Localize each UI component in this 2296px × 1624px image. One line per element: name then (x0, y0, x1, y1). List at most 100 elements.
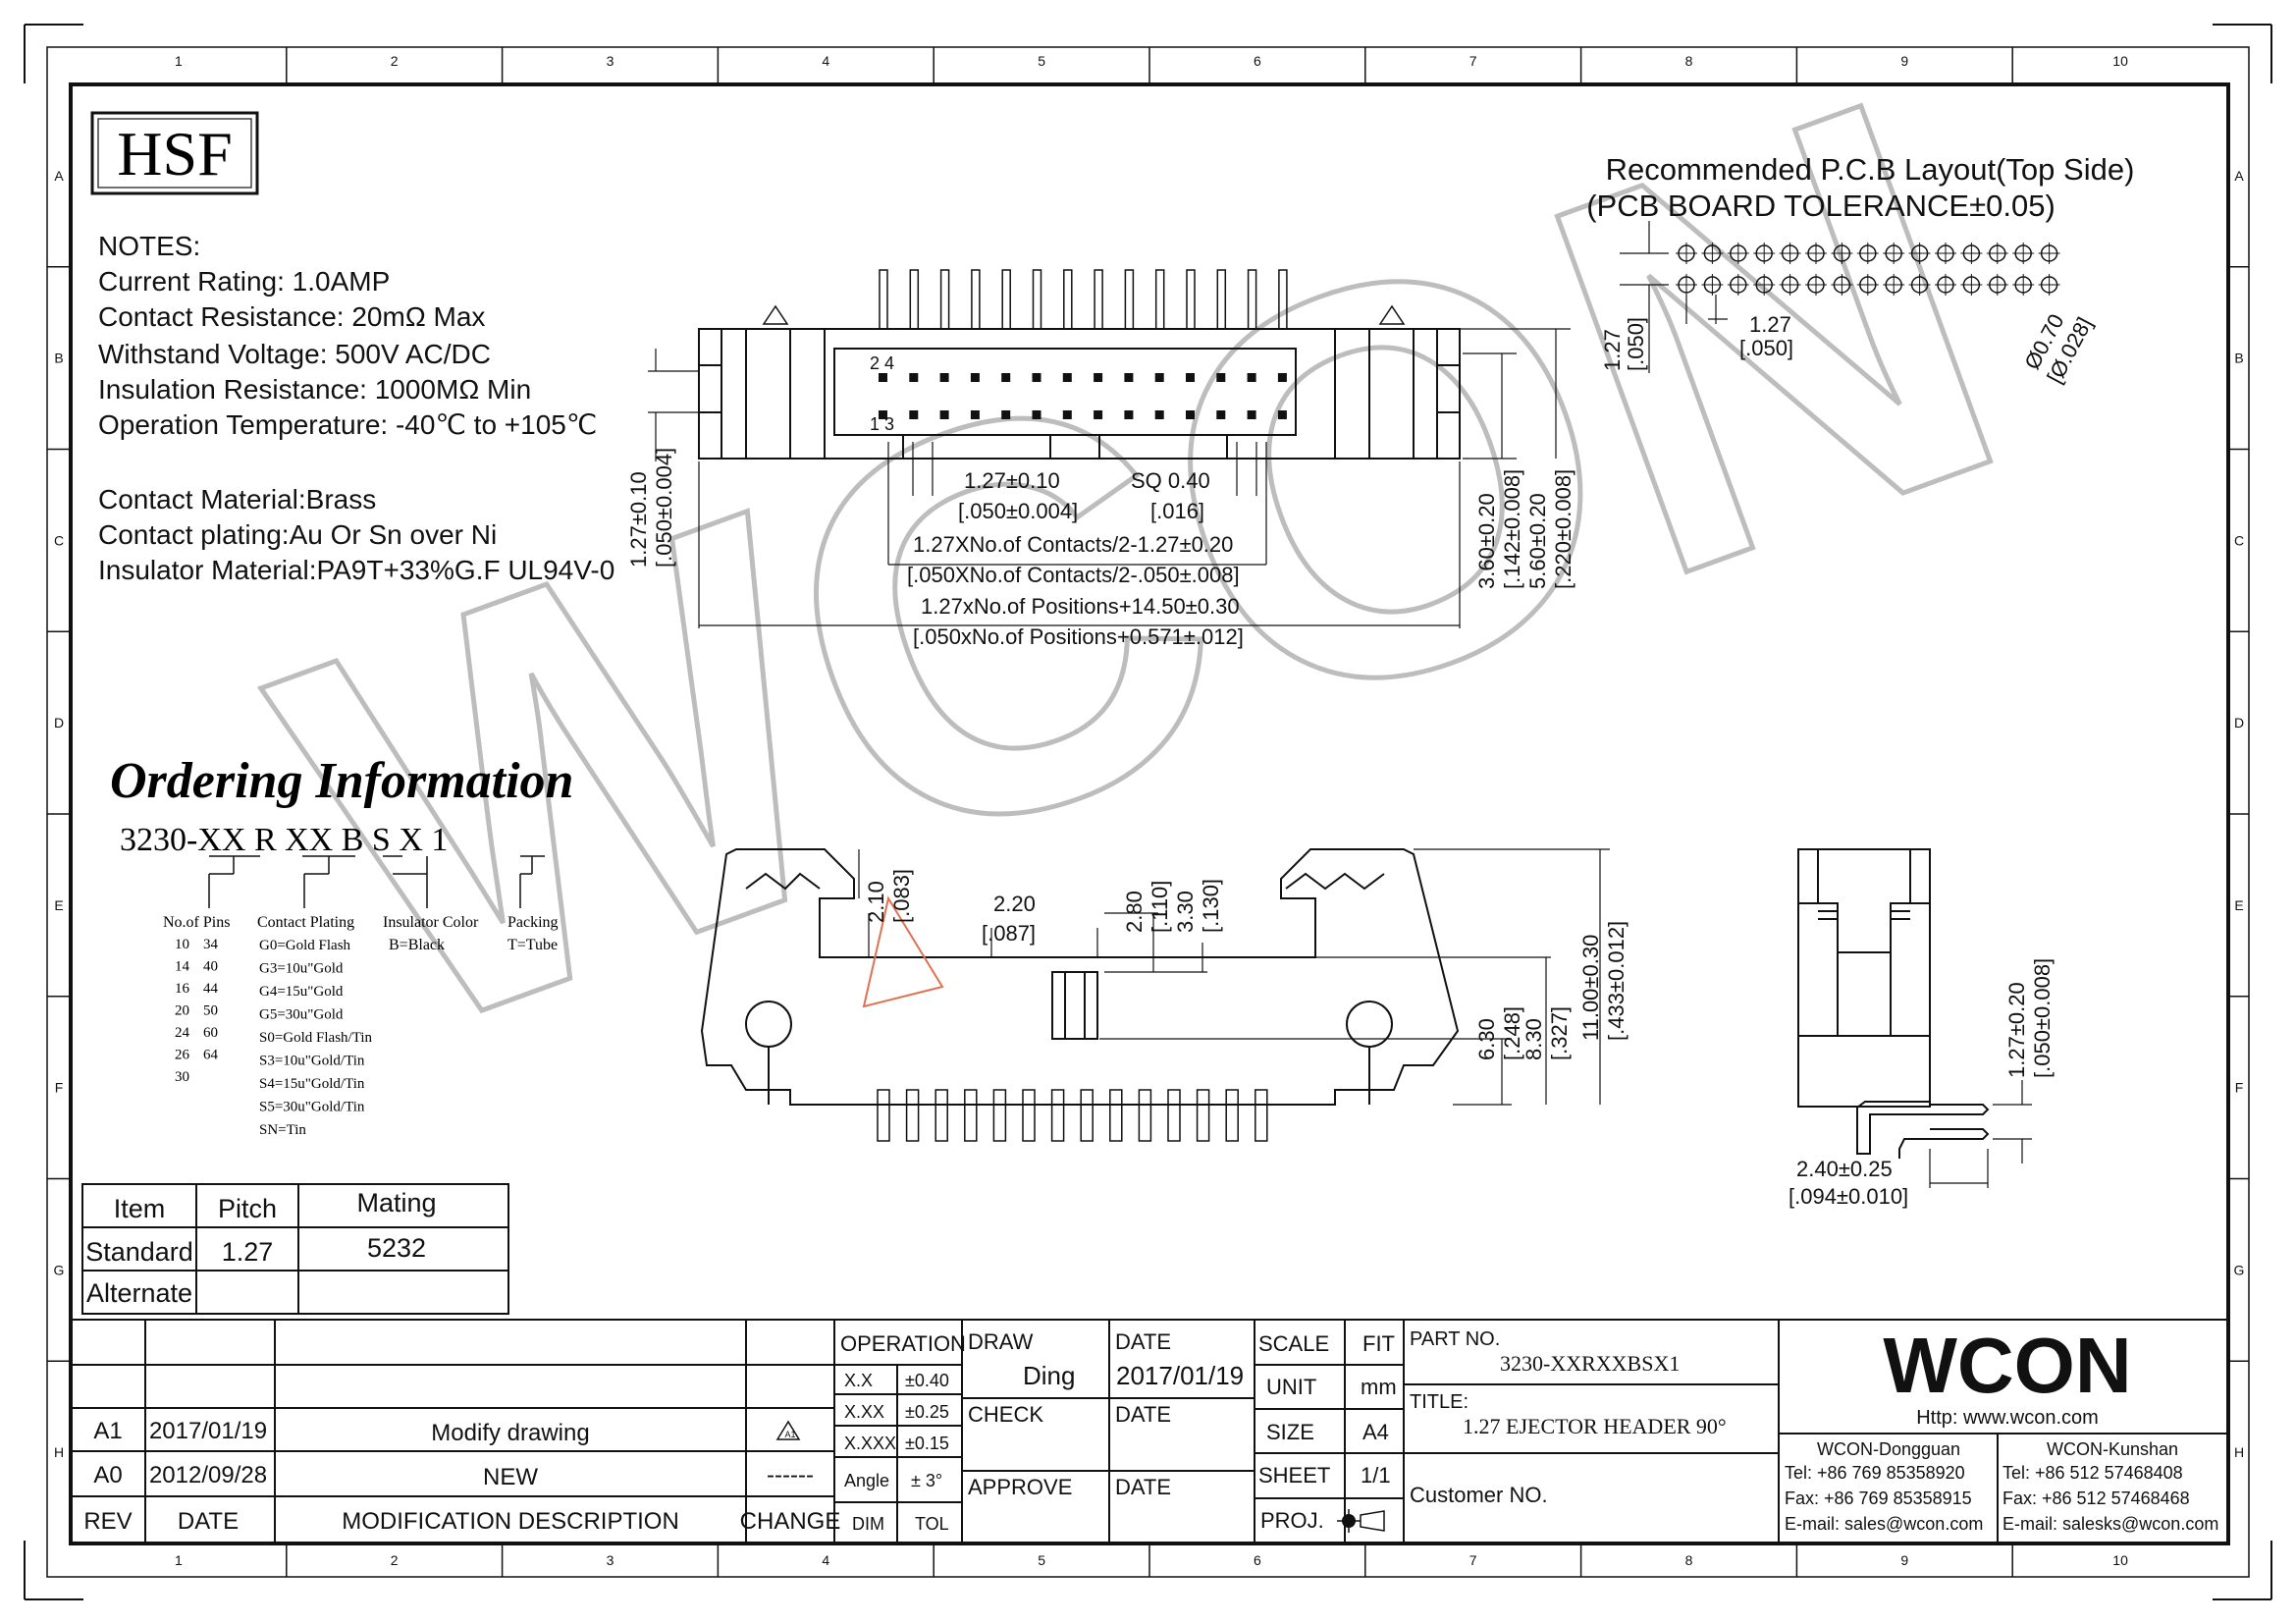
office2-tel: Tel: +86 512 57468408 (2002, 1463, 2183, 1483)
top-pin-square (1124, 373, 1134, 382)
tol-key: X.XX (844, 1402, 884, 1422)
rev-cell: 2012/09/28 (149, 1462, 267, 1489)
plating-option: S0=Gold Flash/Tin (259, 1030, 373, 1046)
dim-a: 2.10 (864, 881, 888, 923)
spec-table: Item Pitch Mating Standard 1.27 5232 Alt… (81, 1183, 509, 1315)
zone-row-label: D (54, 715, 64, 731)
zone-column-label: 7 (1469, 1552, 1477, 1568)
top-pin-array (879, 269, 1288, 419)
pcb-hole (1935, 243, 1956, 264)
pcb-hole (1883, 243, 1905, 264)
spec-cell: Alternate (86, 1278, 192, 1308)
rev-header-date: DATE (178, 1508, 239, 1535)
side-pin (1225, 1089, 1239, 1142)
scale-label: SCALE (1258, 1331, 1329, 1356)
dim-w-in: [.094±0.010] (1789, 1184, 1908, 1209)
pcb-hole (2012, 274, 2035, 296)
zone-column-label: 1 (175, 53, 183, 69)
note-line: Insulation Resistance: 1000MΩ Min (98, 374, 531, 405)
rev-change-triangle (775, 1420, 801, 1440)
top-view: 2 4 1 3 1.27±0.10 [.050±0.004] 1.27±0.10… (626, 269, 1575, 649)
top-pin (1094, 269, 1103, 330)
top-pin-square (970, 410, 980, 419)
tol-footer-dim: DIM (852, 1514, 884, 1534)
pcb-dim-h-in: [.050] (1739, 336, 1793, 360)
zone-column-label: 10 (2112, 1552, 2128, 1568)
pcb-hole (1831, 274, 1853, 296)
dim-b-in: [.087] (982, 921, 1036, 946)
customer-no-label: Customer NO. (1410, 1483, 1548, 1507)
office1-name: WCON-Dongguan (1817, 1439, 1960, 1459)
dim-r2: 5.60±0.20 (1525, 493, 1550, 589)
top-pin-square (1062, 410, 1072, 419)
pcb-hole (1960, 243, 1983, 264)
spec-header-mating: Mating (356, 1188, 436, 1218)
pcb-hole (1727, 274, 1749, 296)
part-no-value: 3230-XXRXXBSX1 (1500, 1351, 1680, 1376)
dim-g: 11.00±0.30 (1578, 935, 1603, 1041)
pcb-hole (1779, 243, 1801, 264)
dim-r2-in: [.220±0.008] (1551, 469, 1575, 589)
tol-val: ±0.25 (905, 1402, 949, 1422)
top-pin-square (1094, 410, 1103, 419)
pin-label-odd: 1 3 (870, 414, 894, 434)
dim-pitch: 1.27±0.10 (964, 468, 1060, 493)
size-value: A4 (1362, 1420, 1389, 1444)
pcb-hole (1831, 243, 1853, 264)
dim-f-in: [.327] (1547, 1006, 1572, 1060)
pin-count-option: 26 (175, 1048, 190, 1063)
pcb-hole (1883, 274, 1905, 296)
material-line: Insulator Material:PA9T+33%G.F UL94V-0 (98, 555, 614, 585)
zone-row-label: A (2234, 168, 2244, 184)
ordering-code: 3230-XX R XX B S X 1 (120, 822, 448, 858)
tol-val: ± 3° (911, 1471, 942, 1490)
plating-option: G3=10u"Gold (259, 961, 344, 977)
sheet-label: SHEET (1258, 1463, 1330, 1488)
zone-row-label: H (54, 1444, 64, 1460)
plating-option: G4=15u"Gold (259, 984, 344, 1000)
company-block: WCON Http: www.wcon.com WCON-Dongguan Te… (1785, 1322, 2218, 1534)
zone-row-label: A (54, 168, 64, 184)
note-line: Contact Resistance: 20mΩ Max (98, 301, 485, 332)
top-pin-square (939, 373, 949, 382)
unit-value: mm (1361, 1375, 1397, 1399)
material-line: Contact plating:Au Or Sn over Ni (98, 519, 497, 550)
projection-symbol-icon (1337, 1509, 1385, 1533)
zone-column-label: 9 (1900, 1552, 1908, 1568)
zone-row-label: C (2234, 532, 2244, 548)
ordering-info: Ordering Information 3230-XX R XX B S X … (110, 753, 573, 1138)
rev-cell: A1 (784, 1430, 795, 1439)
size-label: SIZE (1266, 1420, 1314, 1444)
zone-column-label: 5 (1038, 1552, 1045, 1568)
top-pin (1154, 269, 1165, 330)
plating-option: S3=10u"Gold/Tin (259, 1054, 365, 1069)
top-pin-square (970, 373, 980, 382)
zone-column-label: 8 (1685, 53, 1693, 69)
rev-header-change: CHANGE (740, 1508, 841, 1535)
dim-f: 8.30 (1522, 1018, 1546, 1060)
pcb-tolerance: (PCB BOARD TOLERANCE±0.05) (1586, 189, 2056, 223)
top-pin-square (1062, 373, 1072, 382)
rev-cell: A1 (93, 1418, 122, 1444)
dim-left-in: [.050±0.004] (652, 448, 676, 568)
top-pin (971, 269, 981, 330)
pcb-hole (2038, 243, 2060, 264)
pcb-hole (2012, 243, 2035, 264)
top-pin (879, 269, 888, 330)
pin-count-option: 16 (175, 981, 190, 997)
pin-label-even: 2 4 (870, 353, 894, 373)
tol-heading: OPERATION (840, 1331, 966, 1356)
pin-count-option: 20 (175, 1003, 189, 1019)
zone-column-label: 8 (1685, 1552, 1693, 1568)
zone-column-label: 3 (607, 1552, 614, 1568)
pcb-hole (1753, 243, 1776, 264)
top-pin (1216, 269, 1227, 330)
zone-row-label: H (2234, 1444, 2244, 1460)
pcb-hole (1779, 274, 1801, 296)
zone-column-label: 9 (1900, 53, 1908, 69)
zone-row-label: B (2234, 351, 2243, 366)
side-pin (1109, 1089, 1123, 1142)
dim-r1-in: [.142±0.008] (1500, 469, 1524, 589)
zone-column-label: 10 (2112, 53, 2128, 69)
tol-val: ±0.40 (905, 1371, 949, 1390)
